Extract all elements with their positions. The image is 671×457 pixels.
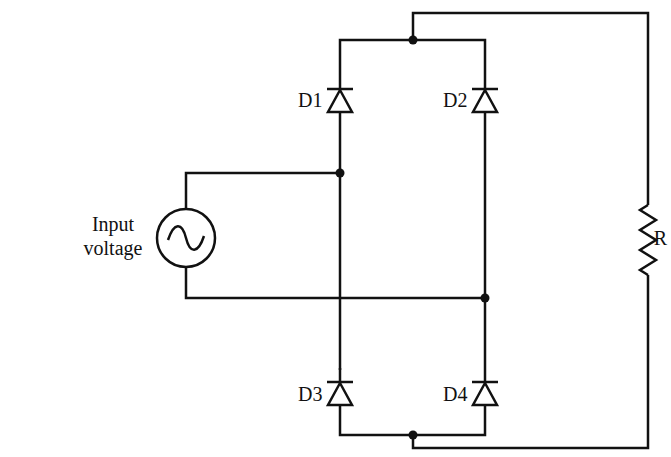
- junction-dot: [409, 36, 418, 45]
- diode-symbol: [327, 368, 353, 405]
- negative-rail: [413, 275, 648, 448]
- component-label: R: [654, 226, 667, 250]
- diode-symbol: [472, 368, 498, 405]
- right-leg-wire: [484, 112, 487, 368]
- diode-symbol: [472, 75, 498, 112]
- diode-label: D4: [443, 382, 467, 406]
- ac-source-symbol: [157, 209, 215, 267]
- positive-rail: [413, 13, 648, 205]
- source-label: Input voltage: [72, 212, 154, 260]
- top-bus-wire: [340, 40, 485, 75]
- bottom-bus-wire: [340, 405, 485, 435]
- resistor-symbol: [640, 205, 656, 275]
- diode-symbol: [327, 75, 353, 112]
- source-bottom-wire: [186, 267, 485, 298]
- junction-dot: [481, 294, 490, 303]
- junction-dot: [409, 431, 418, 440]
- sine-symbol: [168, 226, 204, 250]
- diode-label: D2: [443, 88, 467, 112]
- junction-dot: [336, 169, 345, 178]
- diode-label: D1: [298, 88, 322, 112]
- source-top-wire: [186, 173, 340, 209]
- diode-label: D3: [298, 382, 322, 406]
- left-leg-wire: [339, 112, 342, 368]
